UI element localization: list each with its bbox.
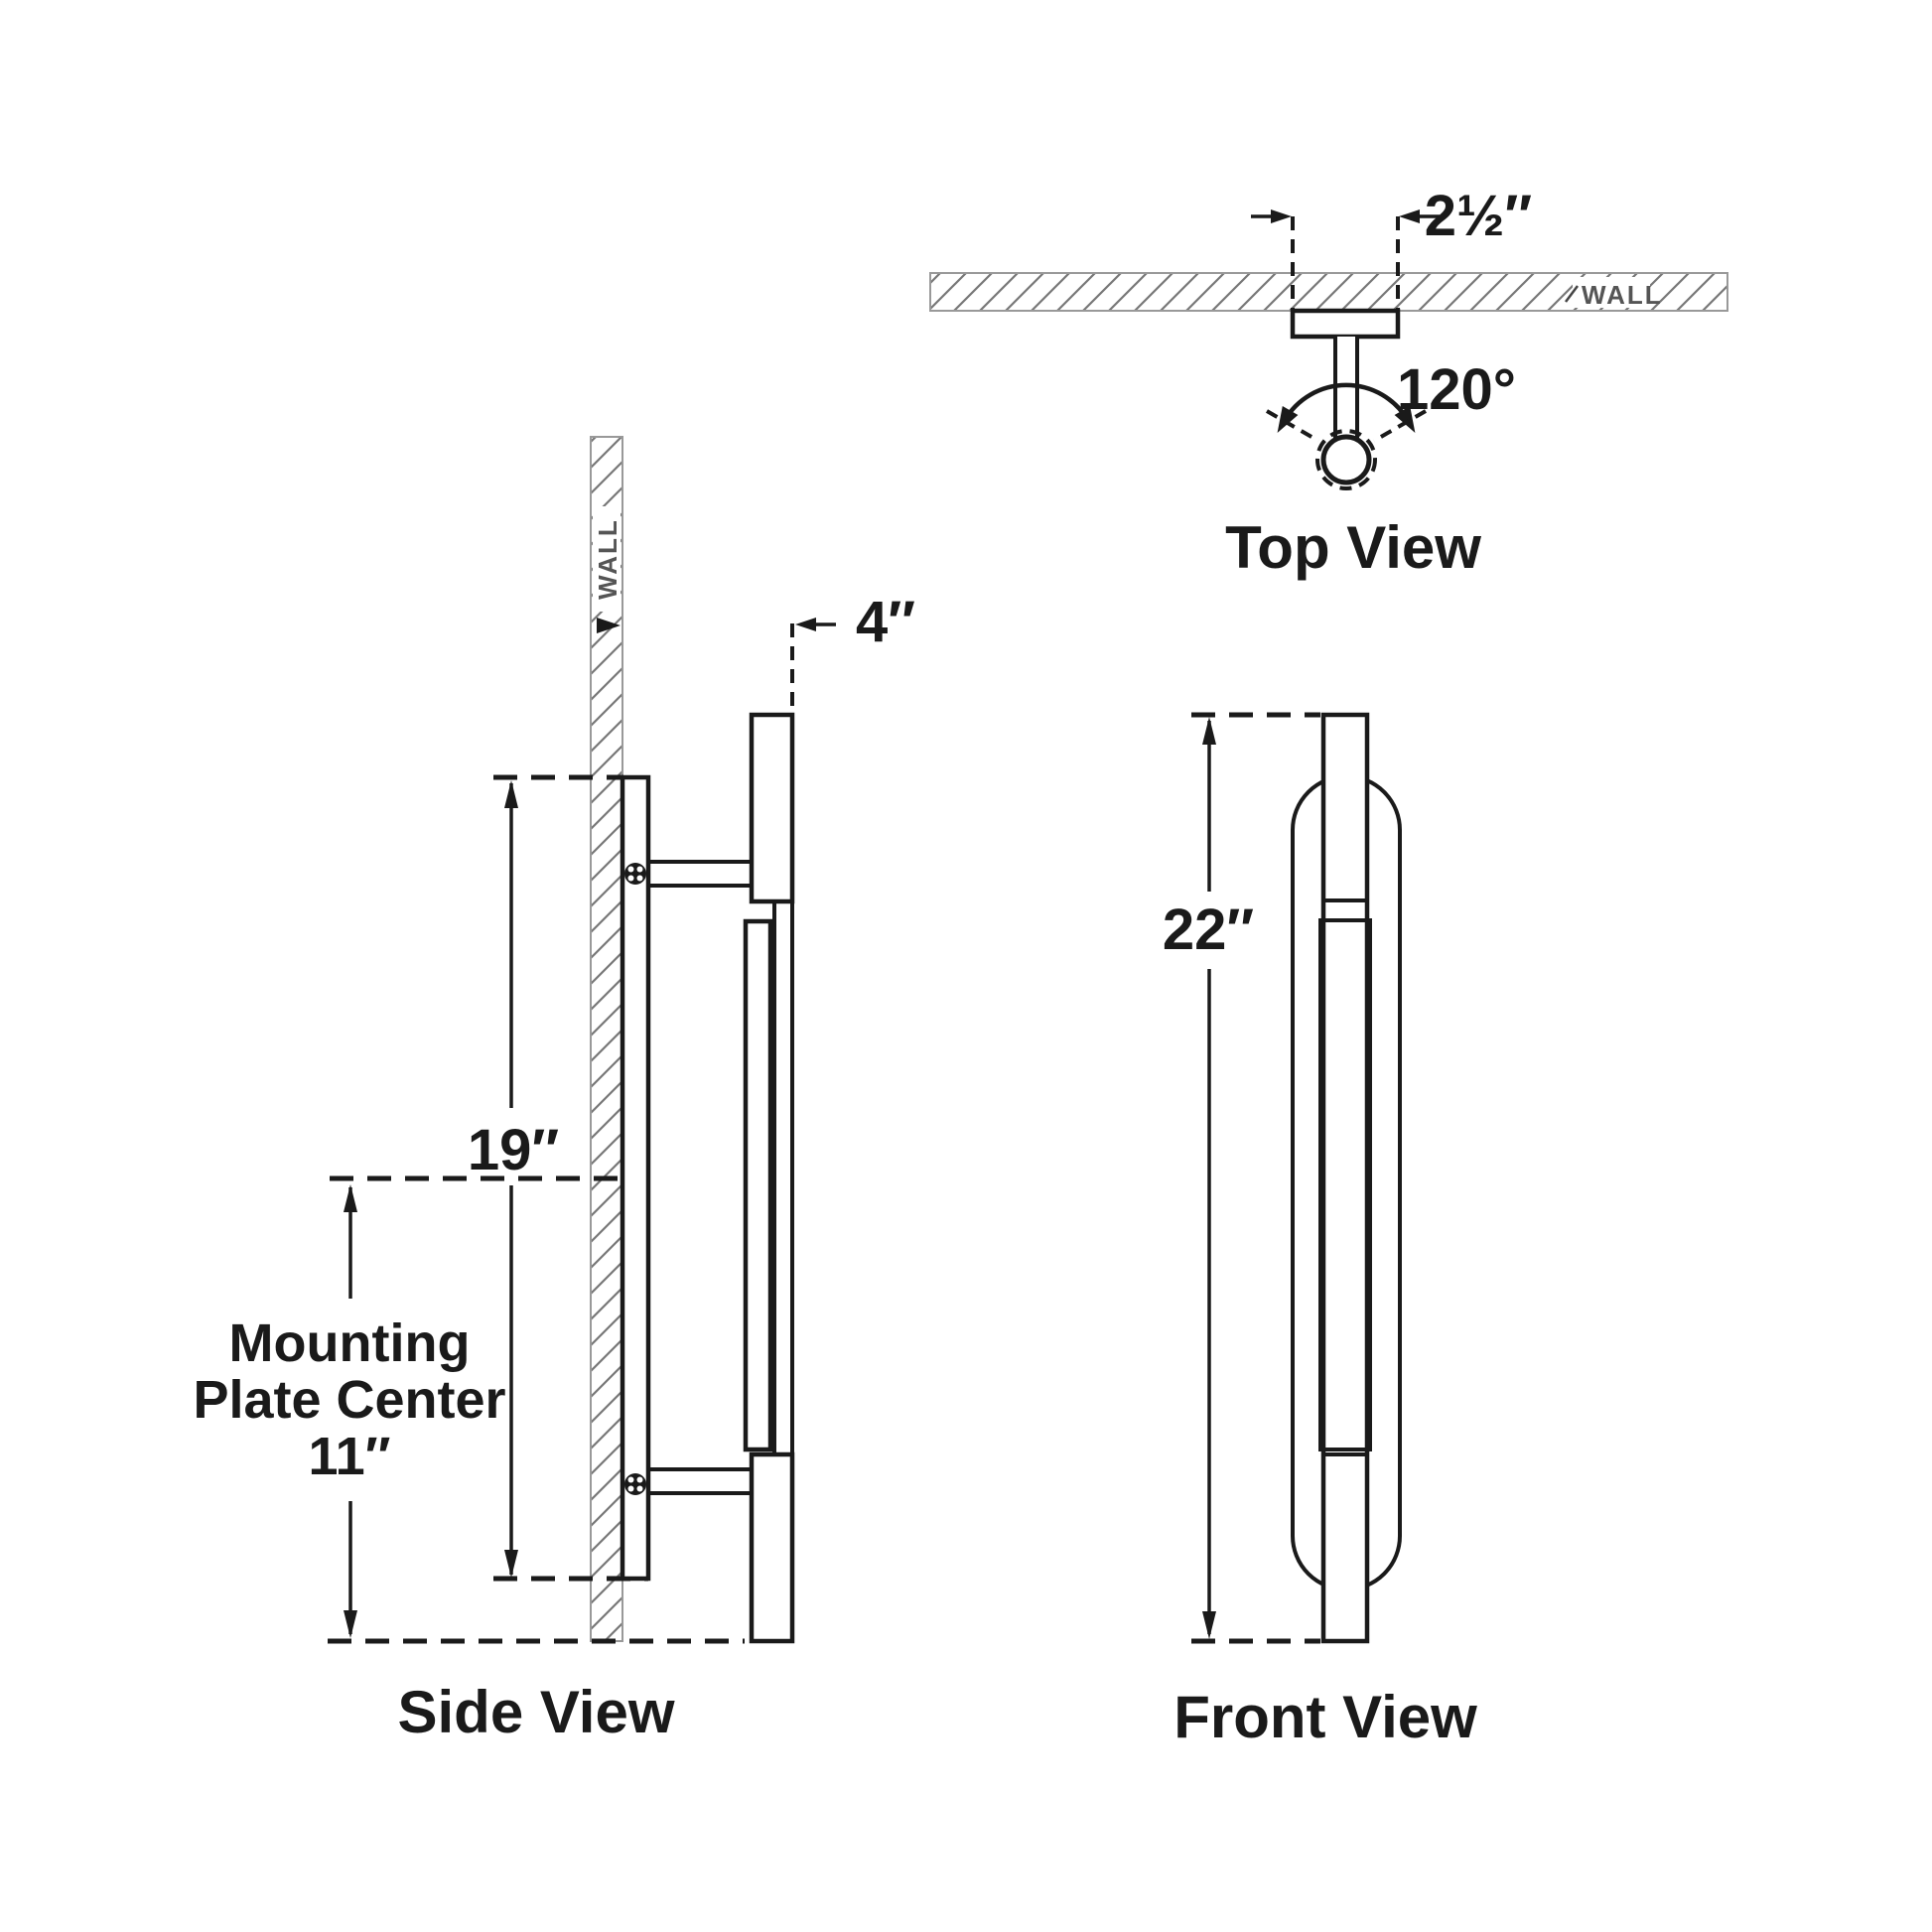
- canopy-dim-arrow-right-icon: [1271, 209, 1292, 223]
- screw-icon-bottom: [624, 1473, 646, 1495]
- height-dim-arrow-down-icon: [1202, 1611, 1216, 1639]
- front-body-bar: [1320, 712, 1370, 1644]
- front-view: 22″ Front View: [1163, 712, 1477, 1750]
- depth-arrow-icon: [795, 618, 816, 631]
- top-canopy-plate: [1290, 308, 1401, 340]
- side-upper-arm: [646, 860, 754, 888]
- overall-height-dimension-label: 22″: [1163, 897, 1254, 962]
- top-view-title: Top View: [1225, 514, 1481, 581]
- center-dim-arrow-up-icon: [344, 1184, 357, 1212]
- top-wall-label-patch: [1573, 277, 1650, 308]
- swivel-extreme-right-line: [1373, 409, 1427, 443]
- height-dim-arrow-up-icon: [1202, 717, 1216, 745]
- top-stem-fill: [1335, 337, 1357, 441]
- swivel-extreme-left-line: [1266, 409, 1319, 443]
- depth-dimension-label: 4″: [856, 590, 915, 654]
- side-body-top-cap: [749, 712, 795, 904]
- mounting-label-line3: 11″: [309, 1427, 391, 1486]
- top-wall-label: WALL: [1582, 280, 1663, 310]
- swivel-range-circle: [1315, 429, 1377, 490]
- side-diffuser: [743, 918, 773, 1452]
- mounting-label-line1: Mounting: [229, 1313, 471, 1373]
- side-wall-section: [590, 436, 623, 1642]
- canopy-dim-arrow-left-icon: [1399, 209, 1420, 223]
- side-mounting-plate: [620, 774, 651, 1582]
- swivel-arc: [1282, 382, 1411, 423]
- top-knuckle: [1320, 434, 1372, 485]
- side-lower-arm: [646, 1467, 754, 1495]
- side-body-bottom-cap: [749, 1451, 795, 1644]
- center-dim-arrow-down-icon: [344, 1610, 357, 1638]
- top-wall-leader-tick: [1565, 285, 1579, 303]
- screw-icon-top: [624, 863, 646, 885]
- swivel-angle-label: 120°: [1397, 357, 1516, 422]
- plate-height-dimension-label: 19″: [468, 1118, 559, 1182]
- top-view: WALL 2½″ 120° Top View: [929, 184, 1728, 581]
- front-view-title: Front View: [1173, 1684, 1477, 1750]
- side-view-title: Side View: [397, 1679, 674, 1745]
- swivel-arrow-left-icon: [1277, 406, 1299, 433]
- side-wall-label: WALL: [593, 518, 622, 600]
- swivel-arrow-right-icon: [1394, 406, 1416, 433]
- front-diffuser: [1318, 918, 1372, 1451]
- mounting-label-line2: Plate Center: [193, 1370, 505, 1430]
- canopy-width-dimension-label: 2½″: [1425, 184, 1532, 248]
- plate-dim-arrow-down-icon: [504, 1550, 518, 1578]
- wall-pointer-icon: [597, 618, 621, 633]
- plate-dim-arrow-up-icon: [504, 780, 518, 808]
- side-wall-label-patch: [593, 506, 621, 612]
- side-view: WALL 4″: [193, 436, 915, 1745]
